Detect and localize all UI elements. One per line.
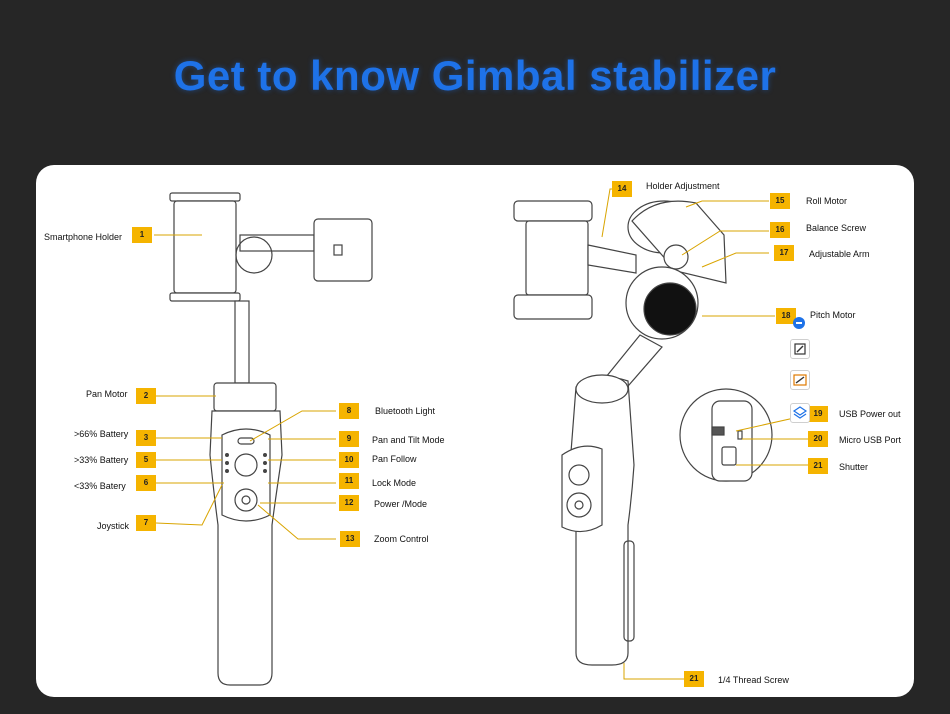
callout-badge-2: 2 [136, 388, 156, 404]
callout-label-pitch-motor: Pitch Motor [810, 310, 856, 320]
callout-badge-13: 13 [340, 531, 360, 547]
leader-lines [154, 188, 813, 680]
callout-label-roll-motor: Roll Motor [806, 196, 848, 206]
callout-label-pan-motor: Pan Motor [86, 389, 128, 399]
callout-badge-17: 17 [774, 245, 794, 261]
callout-label-pan-tilt-mode: Pan and Tilt Mode [372, 435, 445, 445]
callout-label-low-battery: <33% Batery [74, 481, 126, 491]
callout-badge-1: 1 [132, 227, 152, 243]
callout-badge-21-shutter: 21 [808, 458, 828, 474]
front-view-gimbal [169, 192, 373, 686]
callout-badge-8: 8 [339, 403, 359, 419]
callout-badge-11: 11 [339, 473, 359, 489]
callout-label-power-mode: Power /Mode [374, 499, 428, 509]
callout-badge-19: 19 [808, 406, 828, 422]
image-edit-icon[interactable] [790, 370, 810, 390]
callout-label-zoom-control: Zoom Control [374, 534, 429, 544]
minus-circle-icon[interactable] [793, 317, 805, 329]
layers-icon[interactable] [790, 403, 810, 423]
callout-badge-18: 18 [776, 308, 796, 324]
diagram-panel: 1 Smartphone Holder 2 Pan Motor 3 >66% B… [36, 165, 914, 697]
callout-badge-5: 5 [136, 452, 156, 468]
callout-label-66-battery: >66% Battery [74, 429, 129, 439]
callout-badge-9: 9 [339, 431, 359, 447]
side-view-gimbal [513, 200, 773, 666]
callout-label-adjustable-arm: Adjustable Arm [809, 249, 870, 259]
callout-badge-16: 16 [770, 222, 790, 238]
callout-label-bluetooth-light: Bluetooth Light [375, 406, 436, 416]
callout-label-holder-adjustment: Holder Adjustment [646, 181, 720, 191]
callout-label-micro-usb-port: Micro USB Port [839, 435, 902, 445]
callout-badge-14: 14 [612, 181, 632, 197]
callout-label-balance-screw: Balance Screw [806, 223, 867, 233]
edit-icon[interactable] [790, 339, 810, 359]
callout-badge-20: 20 [808, 431, 828, 447]
callout-label-thread-screw: 1/4 Thread Screw [718, 675, 789, 685]
callout-label-joystick: Joystick [97, 521, 130, 531]
callout-badge-12: 12 [339, 495, 359, 511]
callout-label-shutter: Shutter [839, 462, 869, 472]
callout-badge-6: 6 [136, 475, 156, 491]
callout-badge-10: 10 [339, 452, 359, 468]
callout-label-usb-power-out: USB Power out [839, 409, 901, 419]
callout-label-pan-follow: Pan Follow [372, 454, 417, 464]
callout-badge-15: 15 [770, 193, 790, 209]
gimbal-diagram [154, 188, 813, 686]
callout-label-smartphone-holder: Smartphone Holder [44, 232, 123, 242]
callout-label-lock-mode: Lock Mode [372, 478, 417, 488]
callout-label-33-battery: >33% Battery [74, 455, 129, 465]
callout-badge-3: 3 [136, 430, 156, 446]
callout-badge-7: 7 [136, 515, 156, 531]
callout-badge-21-thread: 21 [684, 671, 704, 687]
page-title: Get to know Gimbal stabilizer [173, 52, 777, 99]
